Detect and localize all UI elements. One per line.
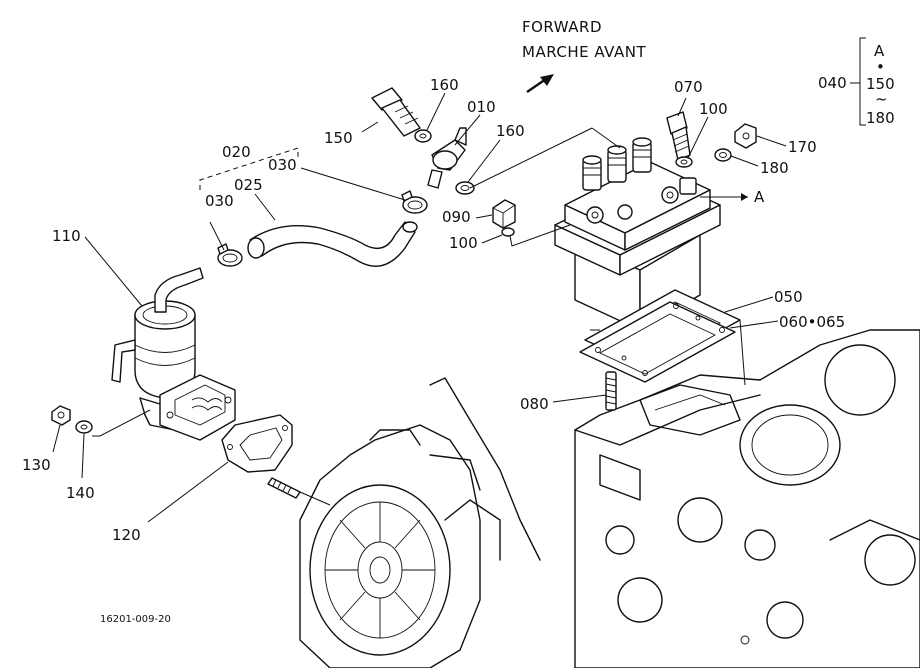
callout-050: 050 xyxy=(774,288,803,306)
group-key-tilde: ~ xyxy=(875,90,888,108)
group-key-mid: 150 xyxy=(866,75,895,93)
group-key-label: 040 xyxy=(818,74,847,92)
feed-pump-stud xyxy=(267,477,301,499)
callout-130: 130 xyxy=(22,456,51,474)
banjo-joint xyxy=(427,127,467,189)
plug-and-gasket xyxy=(714,123,757,162)
injection-pump xyxy=(554,137,721,361)
callout-080: 080 xyxy=(520,395,549,413)
fuel-hose xyxy=(247,221,418,267)
fuel-feed-pump xyxy=(111,267,236,441)
leader-lines xyxy=(52,92,787,523)
feed-pump-gasket xyxy=(221,414,293,473)
callout-030-left: 030 xyxy=(205,192,234,210)
nut-and-washer xyxy=(51,405,93,434)
callout-060-065: 060•065 xyxy=(779,313,845,331)
callout-100-left: 100 xyxy=(449,234,478,252)
group-key-top: A xyxy=(874,42,885,60)
header-text: FORWARD MARCHE AVANT xyxy=(522,18,646,61)
callout-070: 070 xyxy=(674,78,703,96)
part-callouts: 150 160 010 160 020 030 025 030 110 070 … xyxy=(22,76,845,544)
hose-clamp-left xyxy=(217,243,243,267)
delivery-valve-holder xyxy=(666,111,693,168)
callout-030-right: 030 xyxy=(268,156,297,174)
group-key-bottom: 180 xyxy=(866,109,895,127)
callout-150: 150 xyxy=(324,129,353,147)
callout-170: 170 xyxy=(788,138,817,156)
forward-label: FORWARD xyxy=(522,18,602,36)
forward-arrow-icon xyxy=(526,74,554,94)
callout-120: 120 xyxy=(112,526,141,544)
eye-bolt xyxy=(371,87,421,137)
copper-washer-left xyxy=(414,129,432,143)
stud-bolt xyxy=(605,371,617,411)
callout-110: 110 xyxy=(52,227,81,245)
marche-avant-label: MARCHE AVANT xyxy=(522,43,646,61)
callout-010: 010 xyxy=(467,98,496,116)
group-brackets xyxy=(199,37,866,190)
pump-gaskets xyxy=(579,289,741,383)
copper-washer-right xyxy=(455,181,475,195)
drawing-reference: 16201-009-20 xyxy=(100,614,171,625)
callout-160-right: 160 xyxy=(496,122,525,140)
flywheel-housing xyxy=(299,377,541,668)
callout-020: 020 xyxy=(222,143,251,161)
bleed-screw xyxy=(492,199,516,237)
callout-140: 140 xyxy=(66,484,95,502)
callout-090: 090 xyxy=(442,208,471,226)
callout-025: 025 xyxy=(234,176,263,194)
group-key-dot: • xyxy=(876,58,885,76)
group-key: 040 A • 150 ~ 180 xyxy=(818,42,895,127)
callout-A: A xyxy=(754,188,765,206)
callout-180: 180 xyxy=(760,159,789,177)
callout-100-right: 100 xyxy=(699,100,728,118)
callout-160-left: 160 xyxy=(430,76,459,94)
engine-block xyxy=(574,329,920,668)
hose-clamp-right xyxy=(401,190,428,214)
